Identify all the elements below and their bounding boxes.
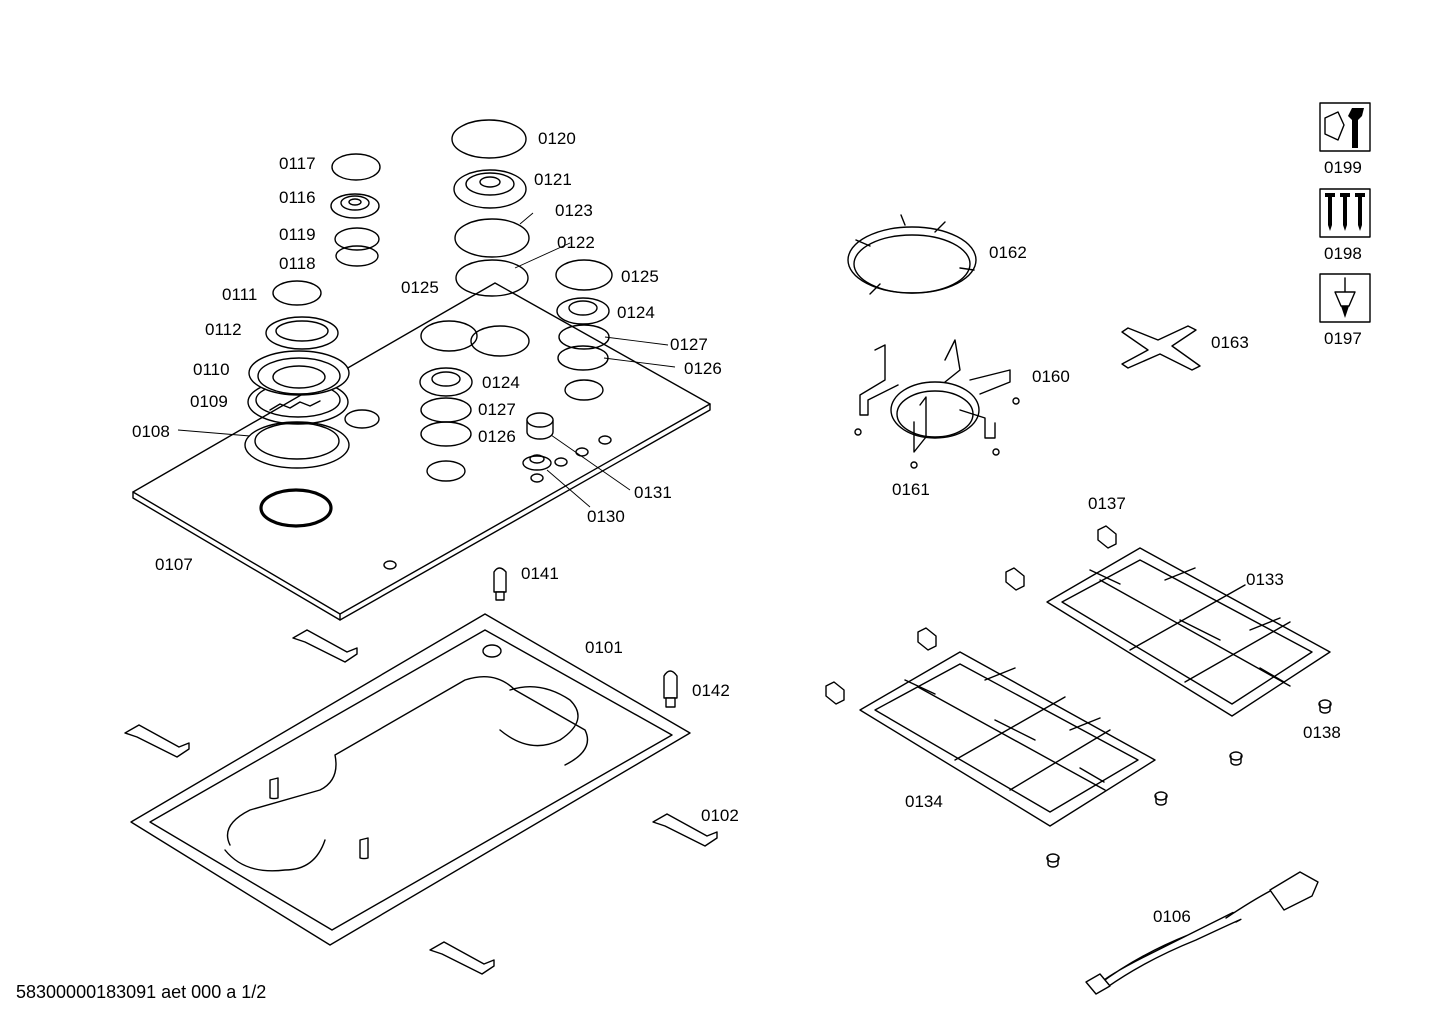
leader-lines [177,212,676,508]
label-0141: 0141 [521,564,559,583]
label-0123: 0123 [555,201,593,220]
label-0199: 0199 [1324,158,1362,177]
label-0112: 0112 [205,320,242,339]
screws-icon [1319,188,1371,238]
label-0127-right: 0127 [670,335,708,354]
wok-burner-assembly [420,119,530,352]
power-cable [1085,871,1319,995]
label-0162: 0162 [989,243,1027,262]
middle-burner-assembly [419,367,473,447]
label-0130: 0130 [587,507,625,526]
label-0160: 0160 [1032,367,1070,386]
label-0106: 0106 [1153,907,1191,926]
label-0138: 0138 [1303,723,1341,742]
small-burner-assembly [330,153,381,267]
label-0197: 0197 [1324,329,1362,348]
base-tray [130,613,691,946]
gas-injectors [493,567,678,708]
label-0108: 0108 [132,422,170,441]
label-0137: 0137 [1088,494,1126,513]
label-0125-left: 0125 [401,278,439,297]
label-0107: 0107 [155,555,193,574]
screws [1046,699,1332,868]
label-0122: 0122 [557,233,595,252]
label-0163: 0163 [1211,333,1249,352]
label-0119: 0119 [279,225,316,244]
label-0111: 0111 [222,285,257,304]
label-0101: 0101 [585,638,623,657]
wrench-nut-icon [1319,102,1371,152]
label-0142: 0142 [692,681,730,700]
label-0131: 0131 [634,483,672,502]
simmer-cross [1121,325,1201,371]
label-0118: 0118 [279,254,316,273]
label-0121: 0121 [534,170,572,189]
document-code: 58300000183091 aet 000 a 1/2 [16,982,266,1002]
label-0126-right: 0126 [684,359,722,378]
label-0134: 0134 [905,792,943,811]
label-0117: 0117 [279,154,316,173]
feet-brackets [124,629,718,975]
label-0133: 0133 [1246,570,1284,589]
label-0116: 0116 [279,188,316,207]
label-0124-middle: 0124 [482,373,520,392]
label-0110: 0110 [193,360,230,379]
label-0198: 0198 [1324,244,1362,263]
large-burner-assembly [244,280,350,469]
label-0120: 0120 [538,129,576,148]
label-0161: 0161 [892,480,930,499]
right-burner-assembly [555,259,613,371]
label-0124-right: 0124 [617,303,655,322]
grease-syringe-icon [1319,273,1371,323]
rubber-feet [825,525,1117,705]
label-0125-right: 0125 [621,267,659,286]
part-labels: 0117 0116 0119 0118 0111 0112 0110 0109 … [132,129,1362,926]
label-0109: 0109 [190,392,228,411]
label-0127-middle: 0127 [478,400,516,419]
pan-support-front [859,651,1156,827]
label-0126-middle: 0126 [478,427,516,446]
wok-ring [847,214,977,295]
label-0102: 0102 [701,806,739,825]
pan-support-rear [1046,547,1331,717]
wok-pan-support [854,339,1020,469]
control-knob [522,412,554,471]
